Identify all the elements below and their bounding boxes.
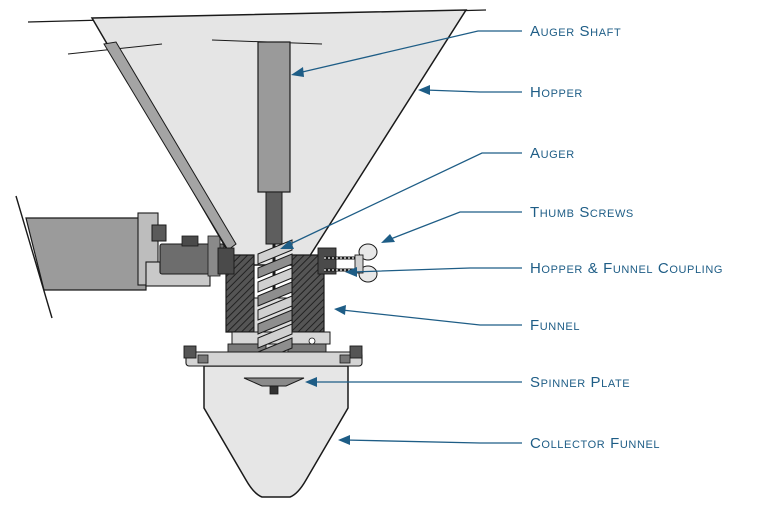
label-collector-funnel: Collector Funnel bbox=[530, 435, 660, 452]
leader-thumb-screws bbox=[387, 211, 522, 241]
spinner-plate bbox=[243, 377, 305, 395]
leader-funnel bbox=[341, 309, 522, 326]
label-funnel: Funnel bbox=[530, 317, 580, 334]
label-hopper: Hopper bbox=[530, 84, 583, 101]
label-thumb-screws: Thumb Screws bbox=[530, 204, 634, 221]
leader-collector-funnel bbox=[344, 439, 522, 444]
leader-auger-shaft bbox=[297, 30, 522, 74]
label-auger-shaft: Auger Shaft bbox=[530, 23, 621, 40]
collector-funnel bbox=[183, 345, 363, 498]
part-labels: Auger Shaft Hopper Auger Thumb Screws Ho… bbox=[530, 23, 723, 452]
leader-auger bbox=[285, 152, 522, 247]
leader-hopper bbox=[424, 89, 522, 93]
mounting-bracket bbox=[15, 195, 225, 319]
label-auger: Auger bbox=[530, 145, 575, 162]
label-coupling: Hopper & Funnel Coupling bbox=[530, 260, 723, 277]
label-spinner-plate: Spinner Plate bbox=[530, 374, 630, 391]
auger bbox=[257, 239, 293, 363]
leader-lines bbox=[280, 30, 522, 445]
leader-coupling bbox=[351, 267, 522, 273]
